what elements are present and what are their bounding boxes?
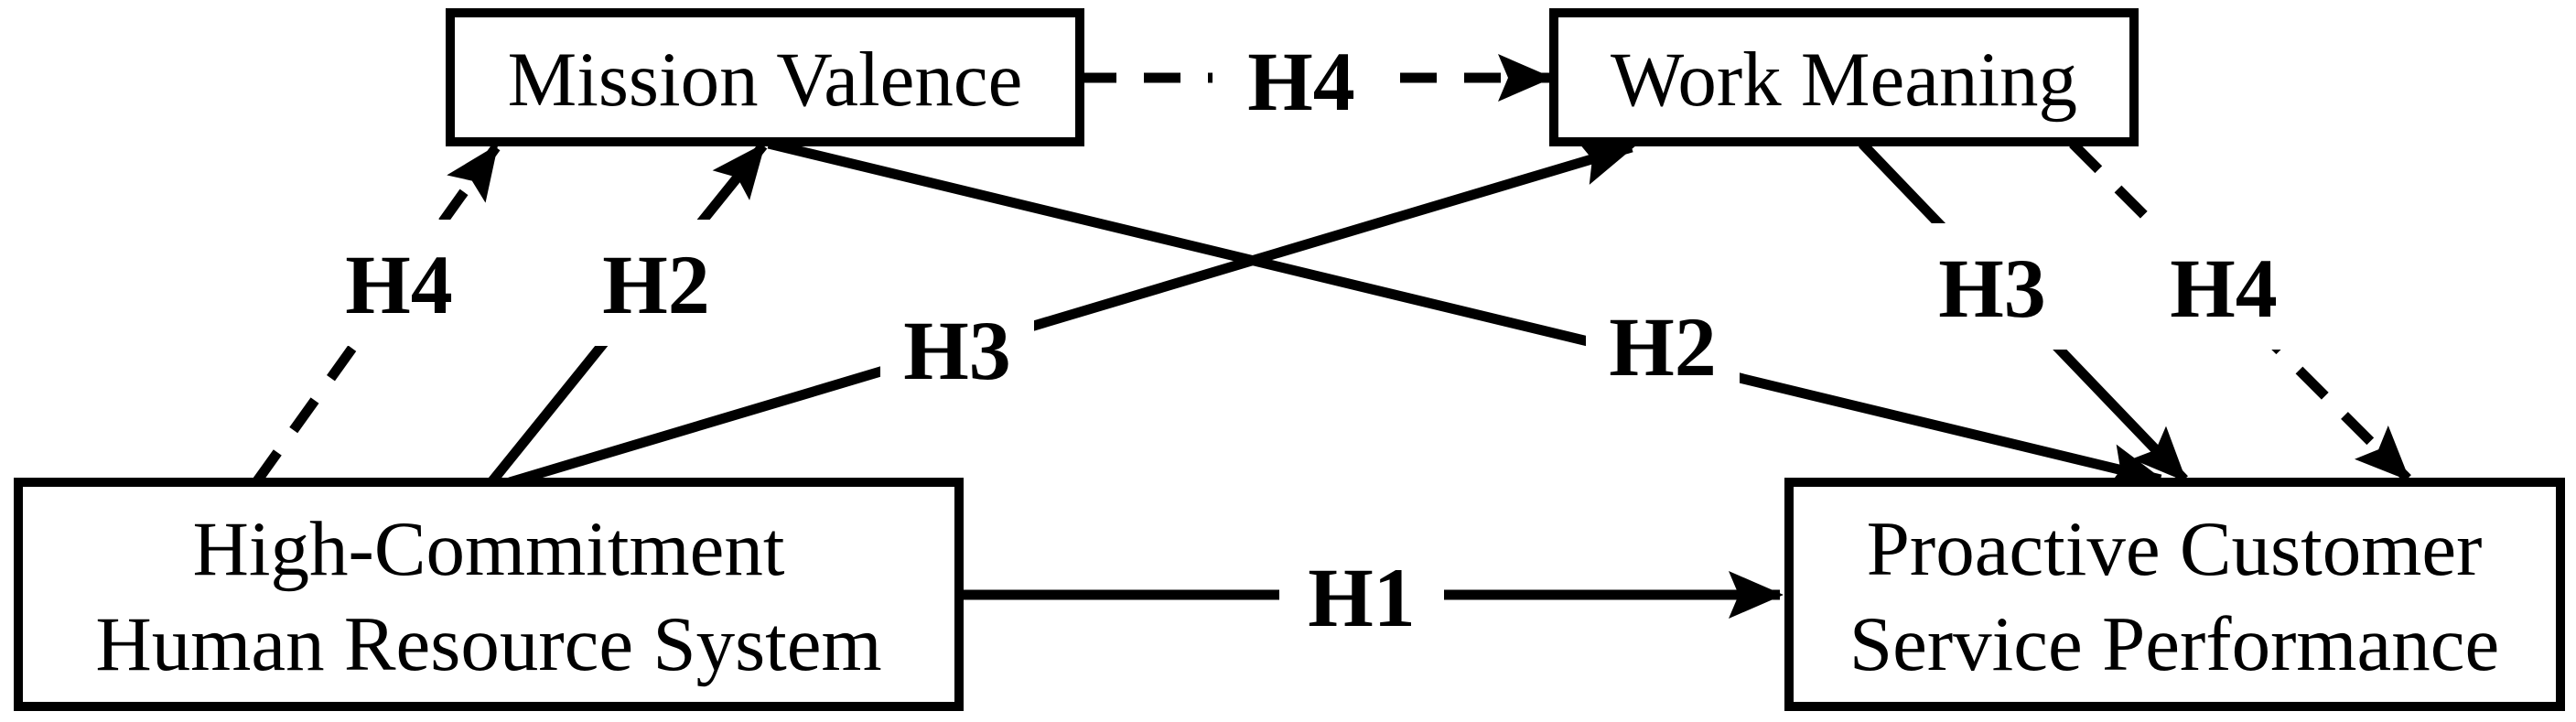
node-work-meaning: Work Meaning [1549, 8, 2139, 146]
h4-right-label-bg [2147, 223, 2301, 350]
h1-label: H1 [1308, 551, 1416, 644]
mission-valence-label: Mission Valence [508, 37, 1023, 123]
h4-top-label-bg [1213, 20, 1391, 139]
h4-left-label-bg [322, 220, 476, 346]
hr-system-box [14, 478, 964, 711]
h4-top-label: H4 [1247, 35, 1355, 128]
h2-left-label: H2 [602, 238, 710, 331]
edge-h2-mission-valence-to-pcsp [767, 138, 2164, 491]
h2-mid-label-bg [1586, 282, 1740, 408]
h3-left-label: H3 [903, 304, 1011, 397]
hr-system-label-line1: High-Commitment [193, 506, 785, 592]
h4-right-label: H4 [2170, 242, 2278, 335]
h2-mid-label: H2 [1609, 300, 1717, 393]
hr-system-label-line2: Human Resource System [95, 601, 881, 687]
service-performance-label-line2: Service Performance [1849, 601, 2499, 687]
edge-h3-hrs-to-work-meaning [508, 139, 1635, 488]
h3-right-label: H3 [1938, 242, 2046, 335]
node-hr-system: High-Commitment Human Resource System [14, 478, 964, 711]
edge-h4-work-meaning-to-pcsp [2069, 140, 2411, 482]
h1-label-bg [1279, 533, 1444, 659]
edge-labels: H4 H4 H2 H3 H2 H3 H4 H1 [322, 20, 2301, 659]
service-performance-label-line1: Proactive Customer [1867, 506, 2483, 592]
h3-left-label-bg [880, 286, 1034, 412]
service-performance-box [1784, 478, 2565, 711]
work-meaning-label: Work Meaning [1611, 37, 2077, 123]
mission-valence-box [446, 8, 1084, 146]
node-mission-valence: Mission Valence [446, 8, 1084, 146]
node-service-performance: Proactive Customer Service Performance [1784, 478, 2565, 711]
h2-left-label-bg [579, 220, 733, 346]
h4-left-label: H4 [345, 238, 453, 331]
h3-right-label-bg [1915, 223, 2069, 350]
nodes: Mission Valence Work Meaning High-Commit… [14, 8, 2565, 711]
work-meaning-box [1549, 8, 2139, 146]
